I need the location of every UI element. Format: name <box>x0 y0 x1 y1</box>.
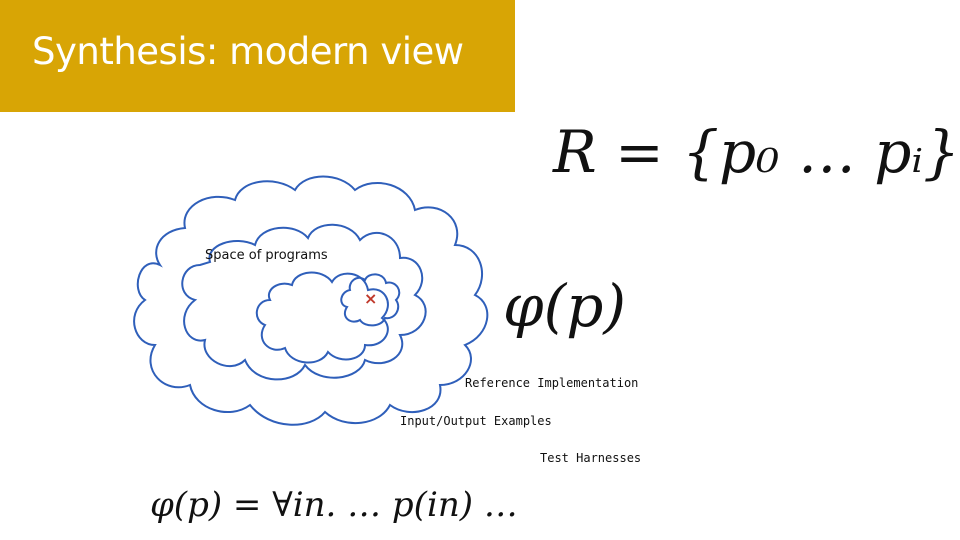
test-harnesses-label: Test Harnesses <box>540 451 641 465</box>
outer-cloud <box>134 177 487 425</box>
input-output-examples-label: Input/Output Examples <box>400 414 552 428</box>
specification-formula: φ(p) = ∀in. … p(in) … <box>150 485 518 525</box>
solution-marker: × <box>364 289 377 308</box>
space-of-programs-label: Space of programs <box>205 248 328 263</box>
reference-implementation-label: Reference Implementation <box>465 376 638 390</box>
inner-cloud <box>257 273 388 363</box>
specification-symbol: φ(p) <box>503 272 626 340</box>
